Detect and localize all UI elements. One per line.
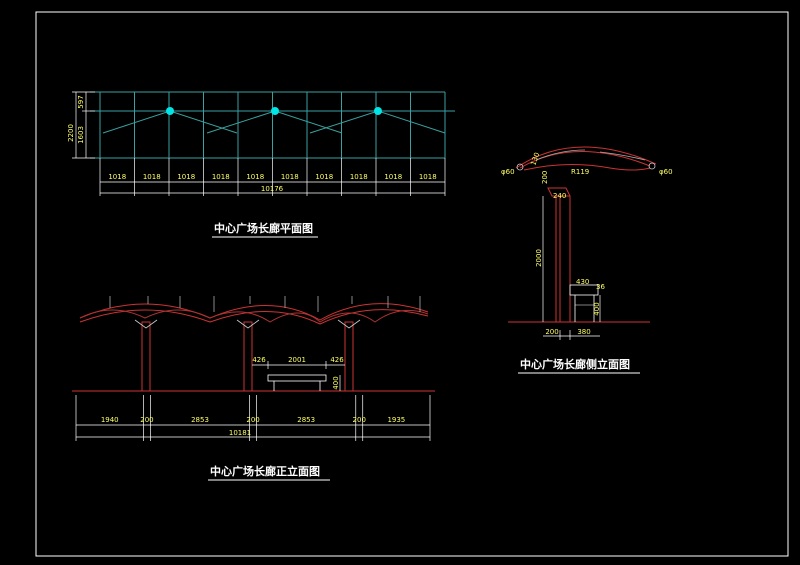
side-right-dia: φ60 xyxy=(659,168,673,176)
plan-bay-dim: 1018 xyxy=(212,173,230,181)
front-bench-gap-left: 426 xyxy=(252,356,266,364)
plan-bay-dim: 1018 xyxy=(315,173,333,181)
front-segment-dim: 2853 xyxy=(191,416,209,424)
plan-bay-dim: 1018 xyxy=(419,173,437,181)
side-base-width: 200 xyxy=(545,328,558,336)
front-bench xyxy=(267,374,327,382)
front-title: 中心广场长廊正立面图 xyxy=(210,464,320,478)
sheet-border xyxy=(35,11,789,557)
side-bench xyxy=(569,284,599,296)
plan-height-bottom: 1603 xyxy=(77,126,85,144)
plan-view: 2200 597 1603 1018 1018 1018 1018 1018 1018 10… xyxy=(67,91,455,238)
side-arc-label: R119 xyxy=(571,168,589,176)
plan-bay-dim: 1018 xyxy=(246,173,264,181)
side-left-dia: φ60 xyxy=(501,168,515,176)
front-segment-dim: 1935 xyxy=(387,416,405,424)
plan-bay-dim: 1018 xyxy=(384,173,402,181)
plan-length-total: 10176 xyxy=(261,185,284,193)
side-bench-top: 430 xyxy=(576,278,589,286)
side-bench-width: 380 xyxy=(577,328,590,336)
plan-bay-dim: 1018 xyxy=(281,173,299,181)
front-segment-dim: 200 xyxy=(140,416,153,424)
side-title: 中心广场长廊侧立面图 xyxy=(520,357,630,371)
plan-bay-dim: 1018 xyxy=(177,173,195,181)
front-segment-dim: 2853 xyxy=(297,416,315,424)
side-cap-a: 130 xyxy=(529,151,541,166)
plan-height-total: 2200 xyxy=(67,124,75,142)
plan-node xyxy=(374,107,382,115)
plan-height-top: 597 xyxy=(77,95,85,108)
front-elevation: 426 2001 426 400 1940 200 2853 200 2853 200 19… xyxy=(72,296,435,481)
plan-node xyxy=(166,107,174,115)
plan-node xyxy=(271,107,279,115)
front-bench-gap-right: 426 xyxy=(330,356,344,364)
plan-bay-dim: 1018 xyxy=(350,173,368,181)
plan-title: 中心广场长廊平面图 xyxy=(214,221,313,235)
side-elevation: φ60 φ60 R119 130 200 240 2000 430 36 400… xyxy=(501,146,673,374)
side-cap-b: 200 xyxy=(541,171,549,184)
side-col-height: 2000 xyxy=(535,249,543,267)
side-bench-height: 400 xyxy=(593,302,601,315)
front-bench-height: 400 xyxy=(332,376,340,389)
side-col-top: 240 xyxy=(553,192,566,200)
front-segment-dim: 200 xyxy=(353,416,366,424)
front-length-total: 10181 xyxy=(229,429,251,437)
front-bench-width: 2001 xyxy=(288,356,306,364)
front-segment-dim: 200 xyxy=(246,416,259,424)
plan-bay-dim: 1018 xyxy=(108,173,126,181)
front-segment-dim: 1940 xyxy=(101,416,119,424)
side-bench-side: 36 xyxy=(596,283,605,291)
plan-bay-dim: 1018 xyxy=(143,173,161,181)
